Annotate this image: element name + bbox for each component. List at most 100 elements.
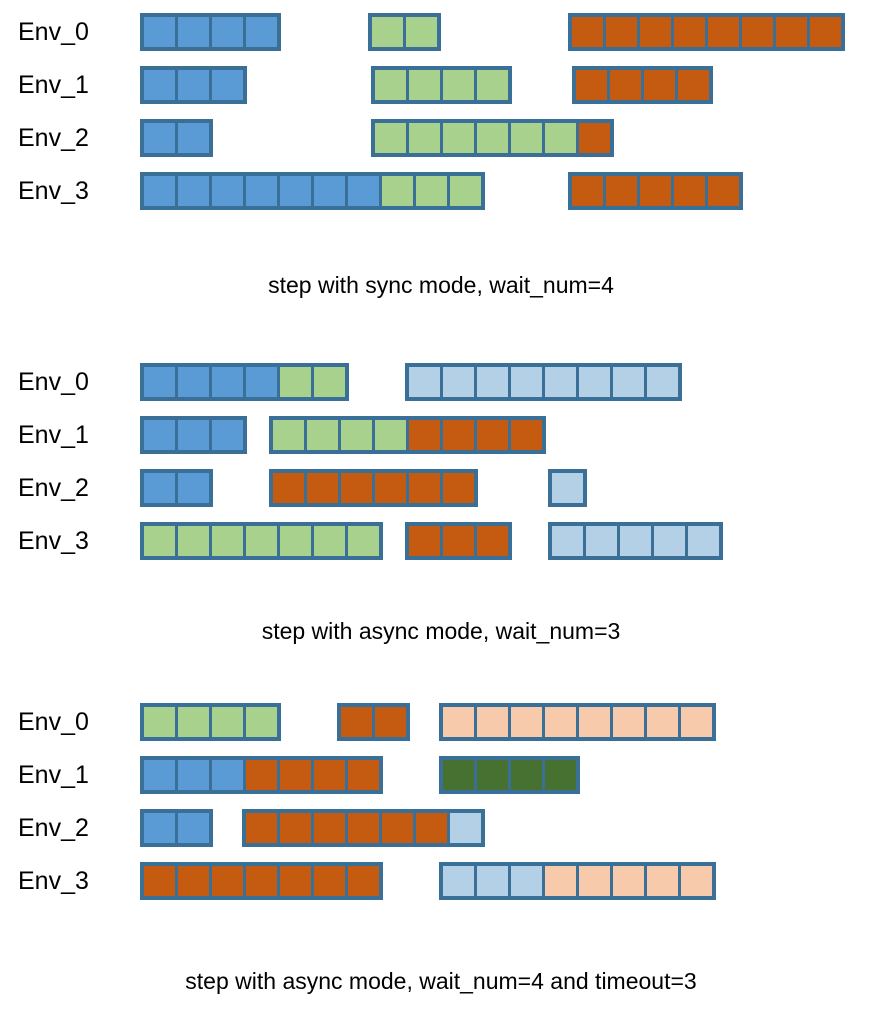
timeline-cell [477, 367, 508, 397]
timeline-cell [613, 367, 644, 397]
timeline-cell [212, 526, 243, 556]
timeline-cell [212, 707, 243, 737]
timeline-cell [178, 707, 209, 737]
timeline-cell [708, 17, 739, 47]
timeline-cell [212, 760, 243, 790]
env-row: Env_2 [0, 466, 882, 510]
panel-caption: step with async mode, wait_num=4 and tim… [185, 968, 697, 994]
timeline-cell [314, 367, 345, 397]
timeline-cell [552, 473, 583, 503]
env-row-label: Env_1 [18, 421, 89, 449]
timeline-block [140, 469, 213, 507]
timeline-cell [572, 17, 603, 47]
timeline-cell [212, 367, 243, 397]
timeline-block [568, 13, 845, 51]
timeline-cell [572, 176, 603, 206]
timeline-cell [647, 866, 678, 896]
timeline-cell [144, 813, 175, 843]
timeline-block [568, 172, 743, 210]
timeline-block [548, 522, 723, 560]
timeline-cell [314, 526, 345, 556]
timeline-cell [144, 367, 175, 397]
timeline-block [140, 13, 281, 51]
timeline-cell [443, 473, 474, 503]
timeline-block [337, 703, 410, 741]
timeline-cell [348, 176, 379, 206]
timeline-cell [443, 760, 474, 790]
env-row: Env_3 [0, 859, 882, 903]
env-row: Env_3 [0, 169, 882, 213]
timeline-cell [178, 367, 209, 397]
timeline-cell [178, 70, 209, 100]
timeline-cell [409, 123, 440, 153]
timeline-cell [375, 123, 406, 153]
timeline-cell [178, 176, 209, 206]
env-row: Env_2 [0, 806, 882, 850]
timeline-cell [178, 866, 209, 896]
timeline-cell [273, 473, 304, 503]
env-row-label: Env_1 [18, 761, 89, 789]
timeline-block [269, 416, 546, 454]
timeline-cell [178, 420, 209, 450]
env-row-label: Env_0 [18, 368, 89, 396]
timeline-cell [450, 813, 481, 843]
timeline-cell [409, 420, 440, 450]
timeline-cell [647, 367, 678, 397]
timeline-block [140, 66, 247, 104]
timeline-cell [280, 866, 311, 896]
timeline-cell [372, 17, 403, 47]
timeline-cell [246, 526, 277, 556]
timeline-cell [144, 526, 175, 556]
timeline-block [405, 363, 682, 401]
timeline-cell [144, 17, 175, 47]
timeline-cell [443, 367, 474, 397]
timeline-block [439, 703, 716, 741]
env-row: Env_3 [0, 519, 882, 563]
timeline-cell [477, 123, 508, 153]
timeline-cell [144, 707, 175, 737]
timeline-cell [212, 176, 243, 206]
timeline-block [269, 469, 478, 507]
timeline-block [140, 862, 383, 900]
timeline-cell [545, 707, 576, 737]
timeline-cell [443, 70, 474, 100]
timeline-cell [246, 813, 277, 843]
timeline-cell [654, 526, 685, 556]
timeline-cell [443, 123, 474, 153]
timeline-cell [212, 70, 243, 100]
timeline-block [368, 13, 441, 51]
timeline-cell [273, 420, 304, 450]
timeline-cell [212, 420, 243, 450]
timeline-cell [246, 176, 277, 206]
timeline-cell [776, 17, 807, 47]
timeline-cell [314, 176, 345, 206]
timeline-cell [144, 473, 175, 503]
timeline-cell [708, 176, 739, 206]
timeline-block [371, 119, 614, 157]
timeline-cell [443, 707, 474, 737]
timeline-cell [348, 866, 379, 896]
timeline-cell [178, 760, 209, 790]
env-row: Env_0 [0, 360, 882, 404]
timeline-cell [511, 866, 542, 896]
timeline-cell [606, 17, 637, 47]
timeline-block [405, 522, 512, 560]
timeline-block [140, 756, 383, 794]
timeline-cell [678, 70, 709, 100]
timeline-cell [443, 420, 474, 450]
timeline-cell [545, 760, 576, 790]
timeline-cell [552, 526, 583, 556]
env-row-label: Env_0 [18, 18, 89, 46]
env-row-label: Env_0 [18, 708, 89, 736]
timeline-cell [341, 420, 372, 450]
timeline-block [140, 522, 383, 560]
timeline-cell [810, 17, 841, 47]
env-row: Env_1 [0, 413, 882, 457]
timeline-cell [314, 813, 345, 843]
timeline-cell [144, 866, 175, 896]
timeline-cell [178, 123, 209, 153]
timeline-cell [681, 707, 712, 737]
timeline-cell [409, 473, 440, 503]
timeline-cell [477, 866, 508, 896]
timeline-block [242, 809, 485, 847]
